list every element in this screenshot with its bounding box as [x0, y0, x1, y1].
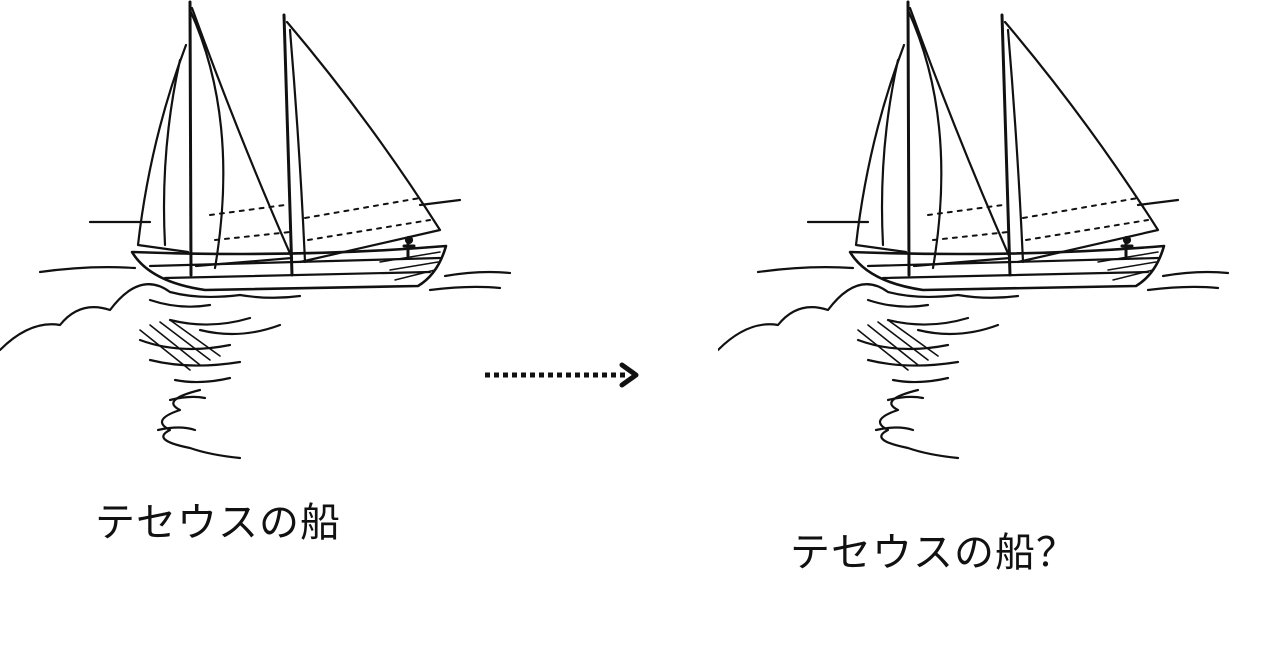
caption-original: テセウスの船 [95, 500, 341, 546]
ship-illustration-replaced [718, 0, 1230, 460]
caption-replaced: テセウスの船？ [790, 530, 1077, 576]
ship-illustration-original [0, 0, 512, 460]
dotted-arrow-icon [485, 362, 639, 388]
